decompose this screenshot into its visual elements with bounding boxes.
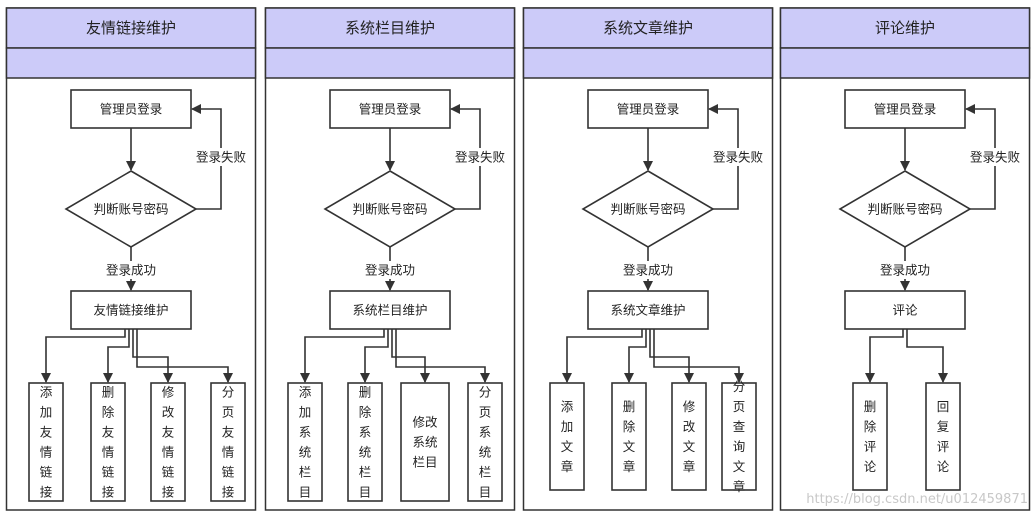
arrow-to-child xyxy=(41,329,126,383)
child-label: 分页友情链接 xyxy=(222,385,235,500)
child-label: 添加文章 xyxy=(561,399,574,474)
panel-title: 评论维护 xyxy=(875,19,935,37)
child-label: 修改文章 xyxy=(683,399,696,474)
arrow-to-child xyxy=(136,329,233,383)
success-label-bg xyxy=(877,261,933,279)
arrow-to-child xyxy=(624,329,647,383)
fail-label: 登录失败 xyxy=(970,150,1021,165)
fail-label: 登录失败 xyxy=(455,150,506,165)
success-label: 登录成功 xyxy=(106,263,156,278)
module-label: 系统栏目维护 xyxy=(352,303,427,318)
panel-2: 系统栏目维护管理员登录判断账号密码登录失败登录成功系统栏目维护添加系统栏目删除系… xyxy=(264,7,516,511)
child-box xyxy=(671,382,707,491)
child-label: 回复评论 xyxy=(937,399,950,474)
success-label: 登录成功 xyxy=(365,263,415,278)
arrow-to-child xyxy=(395,329,490,383)
arrow-to-child xyxy=(865,329,904,383)
login-box xyxy=(329,89,451,129)
child-label: 修改系统栏目 xyxy=(412,415,438,470)
child-box xyxy=(467,382,503,502)
success-label: 登录成功 xyxy=(880,263,930,278)
child-box xyxy=(549,382,585,491)
success-label: 登录成功 xyxy=(623,263,673,278)
decision-label: 判断账号密码 xyxy=(93,202,168,217)
module-box xyxy=(329,290,451,330)
decision-label: 判断账号密码 xyxy=(610,202,685,217)
decision-label: 判断账号密码 xyxy=(352,202,427,217)
arrow-to-child xyxy=(649,329,694,383)
arrow-to-child xyxy=(653,329,744,383)
panel-1: 友情链接维护管理员登录判断账号密码登录失败登录成功友情链接维护添加友情链接删除友… xyxy=(5,7,257,511)
arrow-to-child xyxy=(300,329,385,383)
child-box xyxy=(721,382,757,491)
child-box xyxy=(400,382,450,502)
watermark: https://blog.csdn.net/u012459871 xyxy=(806,492,1028,507)
module-box xyxy=(587,290,709,330)
child-box xyxy=(852,382,888,491)
arrow-to-child xyxy=(562,329,643,383)
decision-label: 判断账号密码 xyxy=(867,202,942,217)
panel-subheader xyxy=(5,47,257,79)
child-box xyxy=(150,382,186,502)
panel-3: 系统文章维护管理员登录判断账号密码登录失败登录成功系统文章维护添加文章删除文章修… xyxy=(522,7,774,511)
success-label-bg xyxy=(103,261,159,279)
panel-title: 系统文章维护 xyxy=(603,19,693,37)
login-label: 管理员登录 xyxy=(100,102,163,117)
panel-header xyxy=(264,7,516,49)
panel-title: 系统栏目维护 xyxy=(345,19,435,37)
child-label: 删除评论 xyxy=(864,399,877,474)
child-label: 分页系统栏目 xyxy=(479,385,492,500)
panel-header xyxy=(779,7,1031,49)
module-box xyxy=(70,290,192,330)
child-label: 添加友情链接 xyxy=(40,385,53,500)
module-label: 评论 xyxy=(892,303,918,318)
child-box xyxy=(287,382,323,502)
panel-header xyxy=(5,7,257,49)
success-label-bg xyxy=(620,261,676,279)
child-box xyxy=(347,382,383,502)
child-label: 删除系统栏目 xyxy=(359,385,372,500)
child-label: 删除友情链接 xyxy=(102,385,115,500)
login-label: 管理员登录 xyxy=(359,102,422,117)
fail-label-bg xyxy=(194,148,248,166)
panel-subheader xyxy=(779,47,1031,79)
arrow-to-child xyxy=(360,329,389,383)
child-label: 修改友情链接 xyxy=(162,385,175,500)
module-label: 系统文章维护 xyxy=(610,303,685,318)
fail-label: 登录失败 xyxy=(713,150,764,165)
fail-label-bg xyxy=(453,148,507,166)
fail-label-bg xyxy=(711,148,765,166)
child-label: 分页查询文章 xyxy=(733,379,746,494)
panel-subheader xyxy=(522,47,774,79)
login-label: 管理员登录 xyxy=(874,102,937,117)
panel-subheader xyxy=(264,47,516,79)
panel-title: 友情链接维护 xyxy=(86,19,176,37)
arrow-to-child xyxy=(132,329,173,383)
child-label: 删除文章 xyxy=(623,399,636,474)
child-box xyxy=(90,382,126,502)
login-label: 管理员登录 xyxy=(617,102,680,117)
module-box xyxy=(844,290,966,330)
child-box xyxy=(611,382,647,491)
child-box xyxy=(210,382,246,502)
arrow-to-child xyxy=(103,329,130,383)
arrow-to-child xyxy=(391,329,430,383)
module-label: 友情链接维护 xyxy=(93,303,168,318)
arrow-to-child xyxy=(906,329,948,383)
success-label-bg xyxy=(362,261,418,279)
fail-label: 登录失败 xyxy=(196,150,247,165)
child-box xyxy=(925,382,961,491)
fail-label-bg xyxy=(968,148,1022,166)
child-box xyxy=(28,382,64,502)
login-box xyxy=(844,89,966,129)
child-label: 添加系统栏目 xyxy=(299,385,312,500)
